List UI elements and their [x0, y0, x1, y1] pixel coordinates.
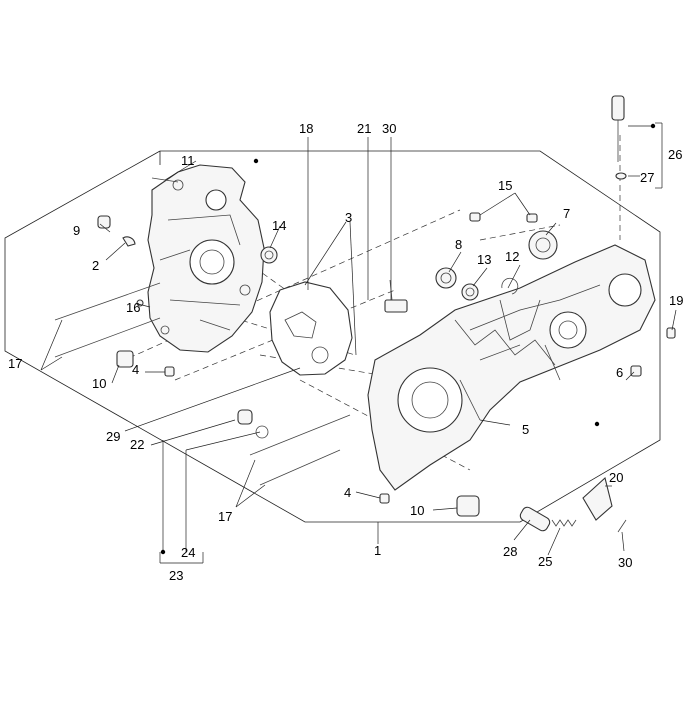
callout-16: 16: [126, 300, 140, 315]
callout-30-top: 30: [382, 121, 396, 136]
dimension-brackets: [159, 122, 663, 564]
leader-lines: [40, 125, 677, 556]
gasket-cover: [269, 281, 353, 376]
dipstick: [611, 95, 627, 180]
callout-7: 7: [563, 206, 570, 221]
reference-dots: [160, 123, 656, 555]
pin-spring-bracket: [384, 279, 627, 533]
callout-30-bottom: 30: [618, 555, 632, 570]
callout-28: 28: [503, 544, 517, 559]
callout-20: 20: [609, 470, 623, 485]
callout-9: 9: [73, 223, 80, 238]
callout-2: 2: [92, 258, 99, 273]
callout-23: 23: [169, 568, 183, 583]
studs: [54, 282, 351, 486]
callout-12: 12: [505, 249, 519, 264]
small-parts: [97, 177, 676, 517]
callout-24: 24: [181, 545, 195, 560]
callout-10-left: 10: [92, 376, 106, 391]
left-crankcase-half: [147, 164, 265, 353]
callout-13: 13: [477, 252, 491, 267]
callout-27: 27: [640, 170, 654, 185]
assembly-frame: [4, 150, 661, 523]
callout-14: 14: [272, 218, 286, 233]
callout-1: 1: [374, 543, 381, 558]
callout-17-bottom: 17: [218, 509, 232, 524]
callout-6: 6: [616, 365, 623, 380]
callout-10-right: 10: [410, 503, 424, 518]
callout-21: 21: [357, 121, 371, 136]
callout-8: 8: [455, 237, 462, 252]
callout-5: 5: [522, 422, 529, 437]
callout-11: 11: [181, 153, 195, 168]
callout-19: 19: [669, 293, 683, 308]
callout-17-left: 17: [8, 356, 22, 371]
callout-15: 15: [498, 178, 512, 193]
right-crankcase-half: [367, 244, 656, 491]
callout-3: 3: [345, 210, 352, 225]
callout-22: 22: [130, 437, 144, 452]
callout-4-right: 4: [344, 485, 351, 500]
callout-26: 26: [668, 147, 682, 162]
callout-29: 29: [106, 429, 120, 444]
callout-4-left: 4: [132, 362, 139, 377]
callout-18: 18: [299, 121, 313, 136]
callout-labels: 1 2 3 4 4 5 6 7 8 9 10 10 11 12 13 14 15…: [8, 121, 683, 583]
callout-25: 25: [538, 554, 552, 569]
